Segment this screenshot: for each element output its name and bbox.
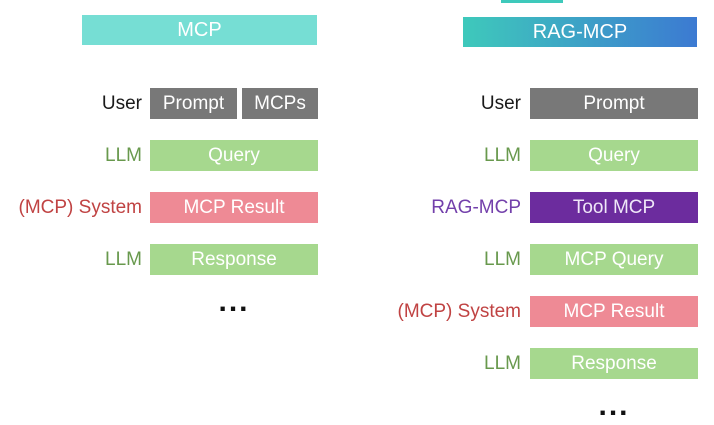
actor-label-rag-mcp: RAG-MCP (431, 196, 521, 218)
step-box-response: Response (150, 244, 318, 275)
mcp-header: MCP (82, 15, 317, 45)
flow-row-llm-query: LLM Query (0, 140, 318, 171)
flow-row-rag-mcp: RAG-MCP Tool MCP (350, 192, 698, 223)
actor-label-user: User (101, 92, 142, 114)
step-boxes: MCP Result (530, 296, 698, 327)
ellipsis: ... (598, 389, 630, 422)
step-box-tool-mcp: Tool MCP (530, 192, 698, 223)
step-boxes: MCP Query (530, 244, 698, 275)
step-box-prompt: Prompt (530, 88, 698, 119)
actor-label-llm: LLM (105, 144, 142, 166)
step-box-mcp-result: MCP Result (150, 192, 318, 223)
actor-label-mcp-system: (MCP) System (397, 300, 522, 322)
ellipsis: ... (218, 285, 250, 318)
actor-label-llm: LLM (484, 352, 521, 374)
step-box-query: Query (150, 140, 318, 171)
step-boxes: Tool MCP (530, 192, 698, 223)
step-boxes: Response (530, 348, 698, 379)
step-box-mcps: MCPs (242, 88, 318, 119)
rag-mcp-header-title: RAG-MCP (532, 20, 628, 43)
mcp-flow-column: User Prompt MCPs LLM Query (MCP) System … (0, 88, 318, 318)
step-boxes: Query (530, 140, 698, 171)
step-box-prompt: Prompt (150, 88, 237, 119)
step-box-query: Query (530, 140, 698, 171)
flow-row-llm-response: LLM Response (350, 348, 698, 379)
flow-row-llm-query: LLM Query (350, 140, 698, 171)
step-boxes: Prompt MCPs (150, 88, 318, 119)
flow-row-llm-response: LLM Response (0, 244, 318, 275)
step-box-mcp-result: MCP Result (530, 296, 698, 327)
flow-row-mcp-system: (MCP) System MCP Result (0, 192, 318, 223)
step-boxes: Response (150, 244, 318, 275)
step-box-response: Response (530, 348, 698, 379)
actor-label-llm: LLM (484, 144, 521, 166)
actor-label-mcp-system: (MCP) System (18, 196, 143, 218)
step-boxes: Prompt (530, 88, 698, 119)
actor-label-llm: LLM (484, 248, 521, 270)
flow-row-user: User Prompt (350, 88, 698, 119)
rag-mcp-flow-column: User Prompt LLM Query RAG-MCP Tool MCP L… (350, 88, 698, 422)
flow-row-user: User Prompt MCPs (0, 88, 318, 119)
step-boxes: MCP Result (150, 192, 318, 223)
actor-label-user: User (480, 92, 521, 114)
step-boxes: Query (150, 140, 318, 171)
top-edge-teal-sliver (501, 0, 563, 3)
actor-label-llm: LLM (105, 248, 142, 270)
flow-row-llm-mcp-query: LLM MCP Query (350, 244, 698, 275)
step-box-mcp-query: MCP Query (530, 244, 698, 275)
flow-row-mcp-system: (MCP) System MCP Result (350, 296, 698, 327)
rag-mcp-header: RAG-MCP (463, 17, 697, 47)
mcp-header-title: MCP (177, 18, 222, 41)
